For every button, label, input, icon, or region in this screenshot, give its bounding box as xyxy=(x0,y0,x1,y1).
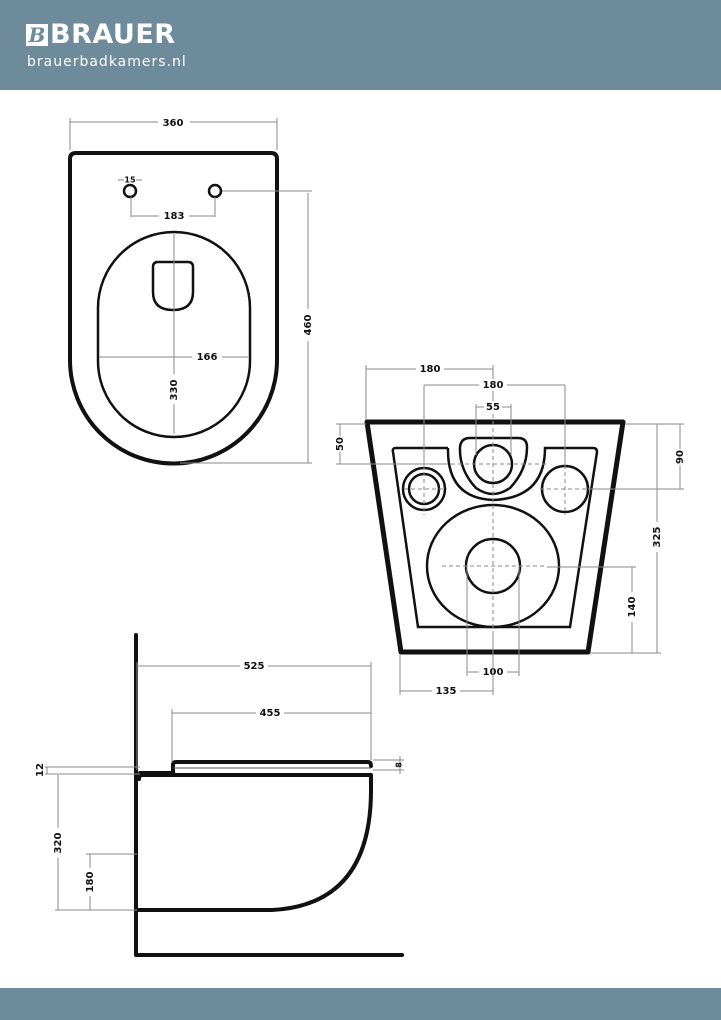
dim-outlet-height: 140 xyxy=(627,597,638,618)
logo-mark-icon: B xyxy=(26,23,48,46)
dim-width: 360 xyxy=(163,118,184,129)
footer-band xyxy=(0,988,721,1020)
brand-logo: B BRAUER xyxy=(26,21,176,48)
wall-and-floor xyxy=(134,633,404,957)
header-band: B BRAUER brauerbadkamers.nl xyxy=(0,0,721,90)
rear-view-outline xyxy=(364,419,626,655)
rear-inner-panel xyxy=(391,446,599,629)
dim-side-height: 320 xyxy=(53,833,64,854)
bowl-opening xyxy=(96,230,252,439)
dim-bowl-width: 166 xyxy=(197,352,218,363)
dim-side-length: 525 xyxy=(244,661,265,672)
top-view-outline xyxy=(68,151,279,466)
dim-outlet-offset: 135 xyxy=(436,686,457,697)
top-view: 360 15 183 166 330 460 xyxy=(68,116,314,466)
dim-inlet: 55 xyxy=(486,402,500,413)
rear-view: 180 180 55 50 90 325 140 100 135 xyxy=(334,363,686,697)
dim-seat-thickness: 8 xyxy=(395,762,404,768)
website-link[interactable]: brauerbadkamers.nl xyxy=(27,54,187,70)
side-view: 525 455 12 320 180 8 xyxy=(35,633,404,957)
dim-seat-gap: 12 xyxy=(35,763,46,777)
dim-bolt-spacing: 180 xyxy=(483,380,504,391)
dim-seat-length: 455 xyxy=(260,708,281,719)
dim-length: 460 xyxy=(303,315,314,336)
dim-height: 325 xyxy=(652,527,663,548)
seat-hole-right xyxy=(207,183,223,199)
dim-hole-spacing: 183 xyxy=(164,211,185,222)
bowl-profile xyxy=(135,773,373,912)
brand-name: BRAUER xyxy=(50,19,176,50)
flush-opening xyxy=(151,260,195,312)
dim-inlet-height: 50 xyxy=(335,437,346,451)
dim-hole: 15 xyxy=(124,176,136,185)
seat-hole-left xyxy=(122,183,138,199)
dim-half-width: 180 xyxy=(420,364,441,375)
dim-outlet-height-side: 180 xyxy=(85,872,96,893)
dim-bowl-length: 330 xyxy=(169,380,180,401)
seat-profile xyxy=(138,760,373,775)
inlet-cup xyxy=(458,436,529,496)
dim-bolt-height: 90 xyxy=(675,450,686,464)
